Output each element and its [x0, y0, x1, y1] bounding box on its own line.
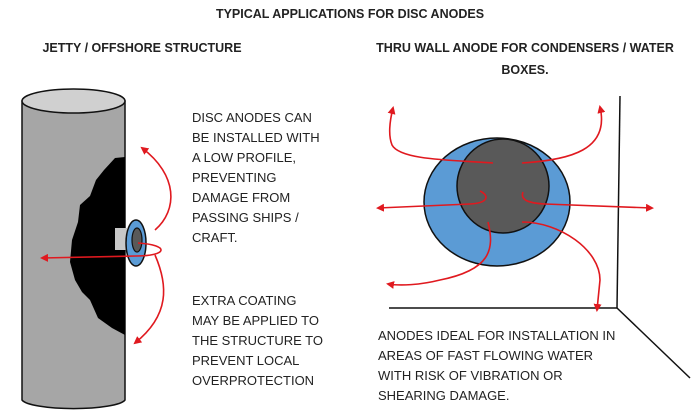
note-line: MAY BE APPLIED TO	[192, 313, 319, 328]
note-line: AREAS OF FAST FLOWING WATER	[378, 348, 593, 363]
water-box-wall	[389, 95, 691, 379]
note-line: DISC ANODES CAN	[192, 110, 312, 125]
note-line: PREVENT LOCAL	[192, 353, 299, 368]
right-note: ANODES IDEAL FOR INSTALLATION IN AREAS O…	[378, 328, 615, 403]
thru-wall-anode-core	[456, 138, 550, 234]
note-line: A LOW PROFILE,	[192, 150, 296, 165]
page-title: TYPICAL APPLICATIONS FOR DISC ANODES	[216, 7, 484, 21]
note-line: EXTRA COATING	[192, 293, 297, 308]
note-line: CRAFT.	[192, 230, 238, 245]
anode-stub	[115, 228, 127, 250]
note-line: THE STRUCTURE TO	[192, 333, 323, 348]
jetty-pile	[21, 88, 147, 410]
right-heading-line: BOXES.	[501, 63, 548, 77]
note-line: BE INSTALLED WITH	[192, 130, 320, 145]
note-line: OVERPROTECTION	[192, 373, 314, 388]
current-flow-arrows-left	[40, 146, 172, 345]
note-line: PREVENTING	[192, 170, 277, 185]
note-line: SHEARING DAMAGE.	[378, 388, 509, 403]
left-note-1: DISC ANODES CAN BE INSTALLED WITH A LOW …	[192, 110, 320, 245]
coating-damage-area	[70, 157, 125, 335]
current-flow-arrows-right	[376, 105, 654, 312]
right-heading-line: THRU WALL ANODE FOR CONDENSERS / WATER	[376, 41, 674, 55]
note-line: WITH RISK OF VIBRATION OR	[378, 368, 563, 383]
left-note-2: EXTRA COATING MAY BE APPLIED TO THE STRU…	[192, 293, 323, 388]
note-line: ANODES IDEAL FOR INSTALLATION IN	[378, 328, 615, 343]
note-line: PASSING SHIPS /	[192, 210, 299, 225]
note-line: DAMAGE FROM	[192, 190, 290, 205]
anode-core	[131, 227, 143, 253]
left-heading: JETTY / OFFSHORE STRUCTURE	[42, 41, 241, 55]
